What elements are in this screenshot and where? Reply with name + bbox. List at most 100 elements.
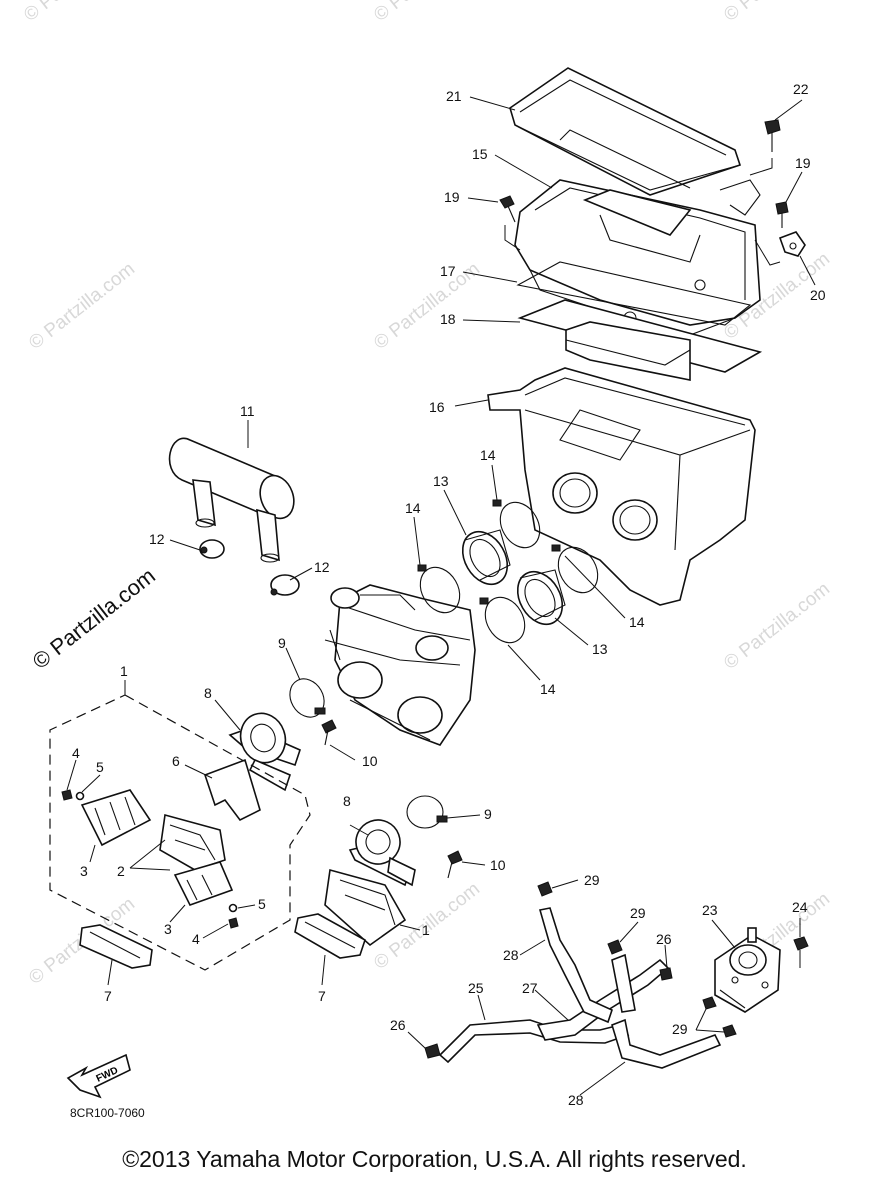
callout-19-right: 19 (795, 155, 811, 171)
clamp-14-c (551, 544, 599, 594)
callout-28-lower: 28 (568, 1092, 584, 1108)
manifold-8-upper (228, 712, 301, 792)
callout-8-lower: 8 (343, 793, 351, 809)
callout-17: 17 (440, 263, 456, 279)
callout-29-lower: 29 (672, 1021, 688, 1037)
joint-13-upper (461, 529, 511, 586)
airbox-cover-21 (509, 67, 742, 196)
callout-5-lower: 5 (258, 896, 266, 912)
hose-27 (536, 958, 670, 1041)
fwd-arrow-icon: FWD (66, 1053, 131, 1099)
airbox-upper-15 (514, 179, 761, 336)
callout-1-lower: 1 (422, 922, 430, 938)
callout-9-lower: 9 (484, 806, 492, 822)
hose-25 (438, 1019, 630, 1064)
callout-7-right: 7 (318, 988, 326, 1004)
callout-6: 6 (172, 753, 180, 769)
callout-12-right: 12 (314, 559, 330, 575)
callout-14-d: 14 (540, 681, 556, 697)
callout-25: 25 (468, 980, 484, 996)
callout-14-c: 14 (629, 614, 645, 630)
callout-27: 27 (522, 980, 538, 996)
clamp-12-right (270, 574, 300, 596)
gasket-7-left (79, 924, 153, 969)
airbox-lower-16 (487, 367, 756, 606)
reed-plate-3-lower (173, 861, 234, 906)
clip-29-lower (702, 996, 737, 1038)
callout-23: 23 (702, 902, 718, 918)
washer-5-lower (228, 903, 238, 913)
screw-22 (749, 119, 781, 176)
callout-22: 22 (793, 81, 809, 97)
intake-silencer-11 (168, 437, 295, 563)
callout-13-upper: 13 (433, 473, 449, 489)
leader-lines (66, 96, 816, 1096)
fuel-pump-23 (714, 927, 781, 1013)
clip-29-top (537, 881, 553, 897)
callout-14-b: 14 (405, 500, 421, 516)
watermark-dark: © Partzilla.com (28, 563, 160, 674)
bolt-10-upper (321, 719, 337, 746)
callout-18: 18 (440, 311, 456, 327)
callout-12-left: 12 (149, 531, 165, 547)
screw-19-left (499, 195, 516, 223)
gasket-17 (516, 261, 752, 326)
callout-3-upper: 3 (80, 863, 88, 879)
callout-2: 2 (117, 863, 125, 879)
callout-10-lower: 10 (490, 857, 506, 873)
bolt-10-lower (447, 850, 463, 879)
clamp-12-left (199, 539, 225, 559)
callout-13-lower: 13 (592, 641, 608, 657)
clip-20 (778, 231, 806, 257)
callout-28-upper: 28 (503, 947, 519, 963)
screw-4-upper (61, 789, 73, 801)
reed-block-2 (159, 813, 226, 871)
clip-29-mid (607, 939, 623, 955)
copyright-notice: ©2013 Yamaha Motor Corporation, U.S.A. A… (122, 1146, 747, 1172)
hose-28-lower (611, 953, 722, 1069)
reed-valve-boundary (49, 694, 311, 971)
callout-1-upper: 1 (120, 663, 128, 679)
joint-13-lower (516, 569, 566, 626)
manifold-8-lower (348, 819, 416, 887)
reed-valve-1-lower (324, 868, 407, 947)
callout-26-left: 26 (390, 1017, 406, 1033)
callout-21: 21 (446, 88, 462, 104)
callout-24: 24 (792, 899, 808, 915)
callout-10-upper: 10 (362, 753, 378, 769)
watermark-8: © Partzilla.com (20, 0, 134, 26)
reed-plate-3-upper (80, 789, 152, 847)
watermark-1: © Partzilla.com (25, 259, 139, 354)
callout-15: 15 (472, 146, 488, 162)
gasket-7-right (294, 913, 366, 959)
screw-19-right (775, 201, 789, 228)
callout-4-lower: 4 (192, 931, 200, 947)
callout-3-lower: 3 (164, 921, 172, 937)
callout-19-left: 19 (444, 189, 460, 205)
carburetor-assembly (324, 584, 476, 746)
callout-20: 20 (810, 287, 826, 303)
watermark-9: © Partzilla.com (370, 0, 484, 26)
clip-26-left (424, 1043, 441, 1059)
callout-16: 16 (429, 399, 445, 415)
callout-9-upper: 9 (278, 635, 286, 651)
callout-11: 11 (240, 403, 255, 419)
callout-14-a: 14 (480, 447, 496, 463)
callout-29-mid: 29 (630, 905, 646, 921)
clamp-9-upper (289, 678, 326, 718)
washer-5-upper (75, 791, 85, 801)
callout-29-top: 29 (584, 872, 600, 888)
callout-8-upper: 8 (204, 685, 212, 701)
clamp-14-a (417, 564, 461, 614)
spacer-6 (203, 758, 261, 822)
clamp-9-lower (406, 795, 448, 829)
screw-4-lower (228, 917, 239, 929)
plate-18 (517, 299, 763, 381)
watermark-4: © Partzilla.com (720, 579, 834, 674)
clip-26-right (659, 967, 673, 981)
callout-5-upper: 5 (96, 759, 104, 775)
callout-26-right: 26 (656, 931, 672, 947)
diagram-code: 8CR100-7060 (70, 1106, 145, 1120)
watermark-10: © Partzilla.com (720, 0, 834, 26)
